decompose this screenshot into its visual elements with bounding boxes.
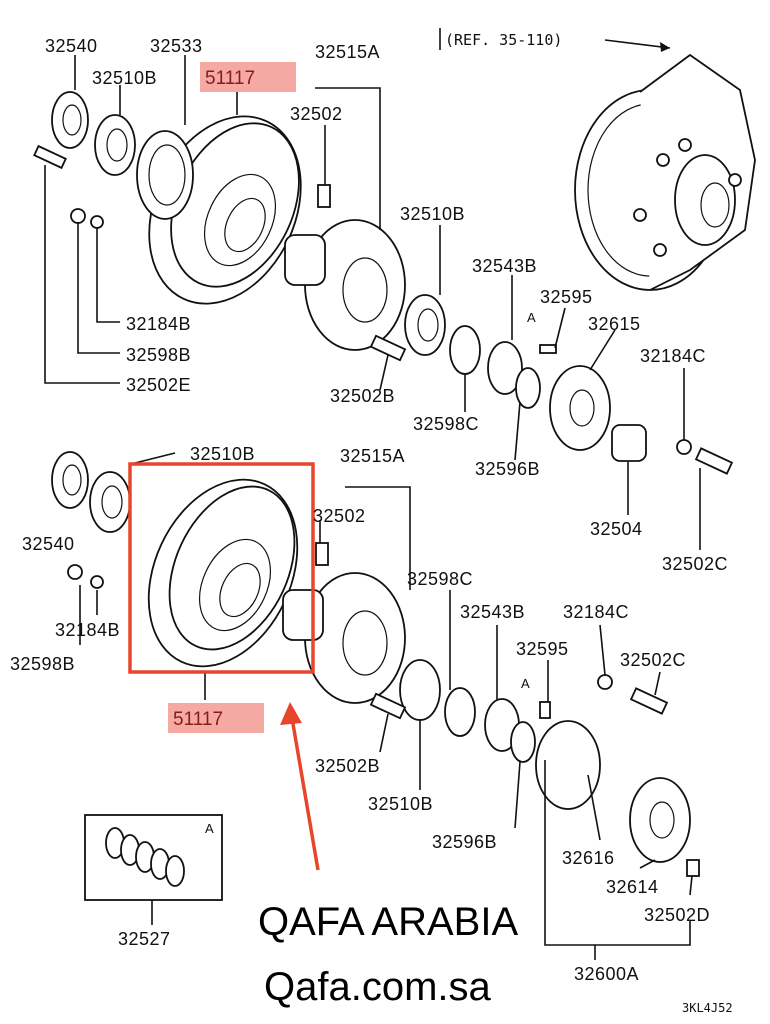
callout-32502D: 32502D: [644, 905, 710, 925]
callout-32510B-c: 32510B: [190, 444, 255, 464]
highlight-label-bg-upper: [200, 62, 296, 92]
callout-32615: 32615: [588, 314, 641, 334]
callout-32543B-lower: 32543B: [460, 602, 525, 622]
callout-32600A: 32600A: [574, 964, 639, 984]
arrow-head-icon: [660, 42, 670, 52]
callout-32540-lower: 32540: [22, 534, 75, 554]
upper-assembly: [33, 91, 734, 475]
callout-labels: 32540 32533 32510B 32515A 32502 32510B 3…: [10, 36, 728, 984]
watermark-title: QAFA ARABIA: [258, 900, 518, 944]
callout-32527: 32527: [118, 929, 171, 949]
callout-32533: 32533: [150, 36, 203, 56]
callout-32184B-upper: 32184B: [126, 314, 191, 334]
spring-kit-box: [84, 814, 223, 901]
marker-a-upper: A: [527, 310, 536, 325]
callout-32502C-upper: 32502C: [662, 554, 728, 574]
callout-32502E: 32502E: [126, 375, 191, 395]
watermark: QAFA ARABIA Qafa.com.sa: [258, 900, 518, 1009]
marker-a-kit: A: [205, 821, 214, 836]
brake-assembly-illustration: [574, 53, 756, 291]
callout-32510B-b: 32510B: [400, 204, 465, 224]
drawing-code: 3KL4J52: [682, 1001, 733, 1015]
callout-32598B-upper: 32598B: [126, 345, 191, 365]
callout-32595-upper: 32595: [540, 287, 593, 307]
highlight-arrow: [290, 717, 320, 871]
oil-seal-lower: [51, 451, 89, 509]
callout-32596B-upper: 32596B: [475, 459, 540, 479]
callout-32184B-lower: 32184B: [55, 620, 120, 640]
callout-32598C-lower: 32598C: [407, 569, 473, 589]
callout-32598C-upper: 32598C: [413, 414, 479, 434]
callout-32502-lower: 32502: [313, 506, 366, 526]
reference-callout: (REF. 35-110): [439, 28, 671, 52]
marker-a-lower: A: [521, 676, 530, 691]
highlight-box: [128, 462, 315, 674]
callout-32616: 32616: [562, 848, 615, 868]
callout-32502B-upper: 32502B: [330, 386, 395, 406]
callout-32502B-lower: 32502B: [315, 756, 380, 776]
callout-32504: 32504: [590, 519, 643, 539]
callout-32614: 32614: [606, 877, 659, 897]
callout-32596B-lower: 32596B: [432, 832, 497, 852]
callout-32184C-upper: 32184C: [640, 346, 706, 366]
highlight-label-bg-lower: [168, 703, 264, 733]
callout-32540-upper: 32540: [45, 36, 98, 56]
callout-32543B-upper: 32543B: [472, 256, 537, 276]
callout-32515A-lower: 32515A: [340, 446, 405, 466]
watermark-url: Qafa.com.sa: [264, 965, 492, 1009]
callout-32515A-upper: 32515A: [315, 42, 380, 62]
callout-32510B-d: 32510B: [368, 794, 433, 814]
callout-32502C-lower: 32502C: [620, 650, 686, 670]
reference-label: (REF. 35-110): [445, 31, 562, 49]
callout-32595-lower: 32595: [516, 639, 569, 659]
bearing-upper-inner: [94, 114, 136, 176]
callout-32184C-lower: 32184C: [563, 602, 629, 622]
highlight-arrow-head-icon: [280, 702, 302, 725]
highlight-label-upper: 51117: [205, 68, 255, 89]
highlight-label-lower: 51117: [173, 709, 223, 730]
callout-32502-upper: 32502: [290, 104, 343, 124]
highlight-group: 51117 51117: [128, 62, 320, 871]
callout-32598B-lower: 32598B: [10, 654, 75, 674]
callout-32510B-a: 32510B: [92, 68, 157, 88]
leader-lines: [44, 55, 701, 960]
lower-assembly: [51, 451, 700, 877]
oil-seal-upper: [51, 91, 89, 149]
